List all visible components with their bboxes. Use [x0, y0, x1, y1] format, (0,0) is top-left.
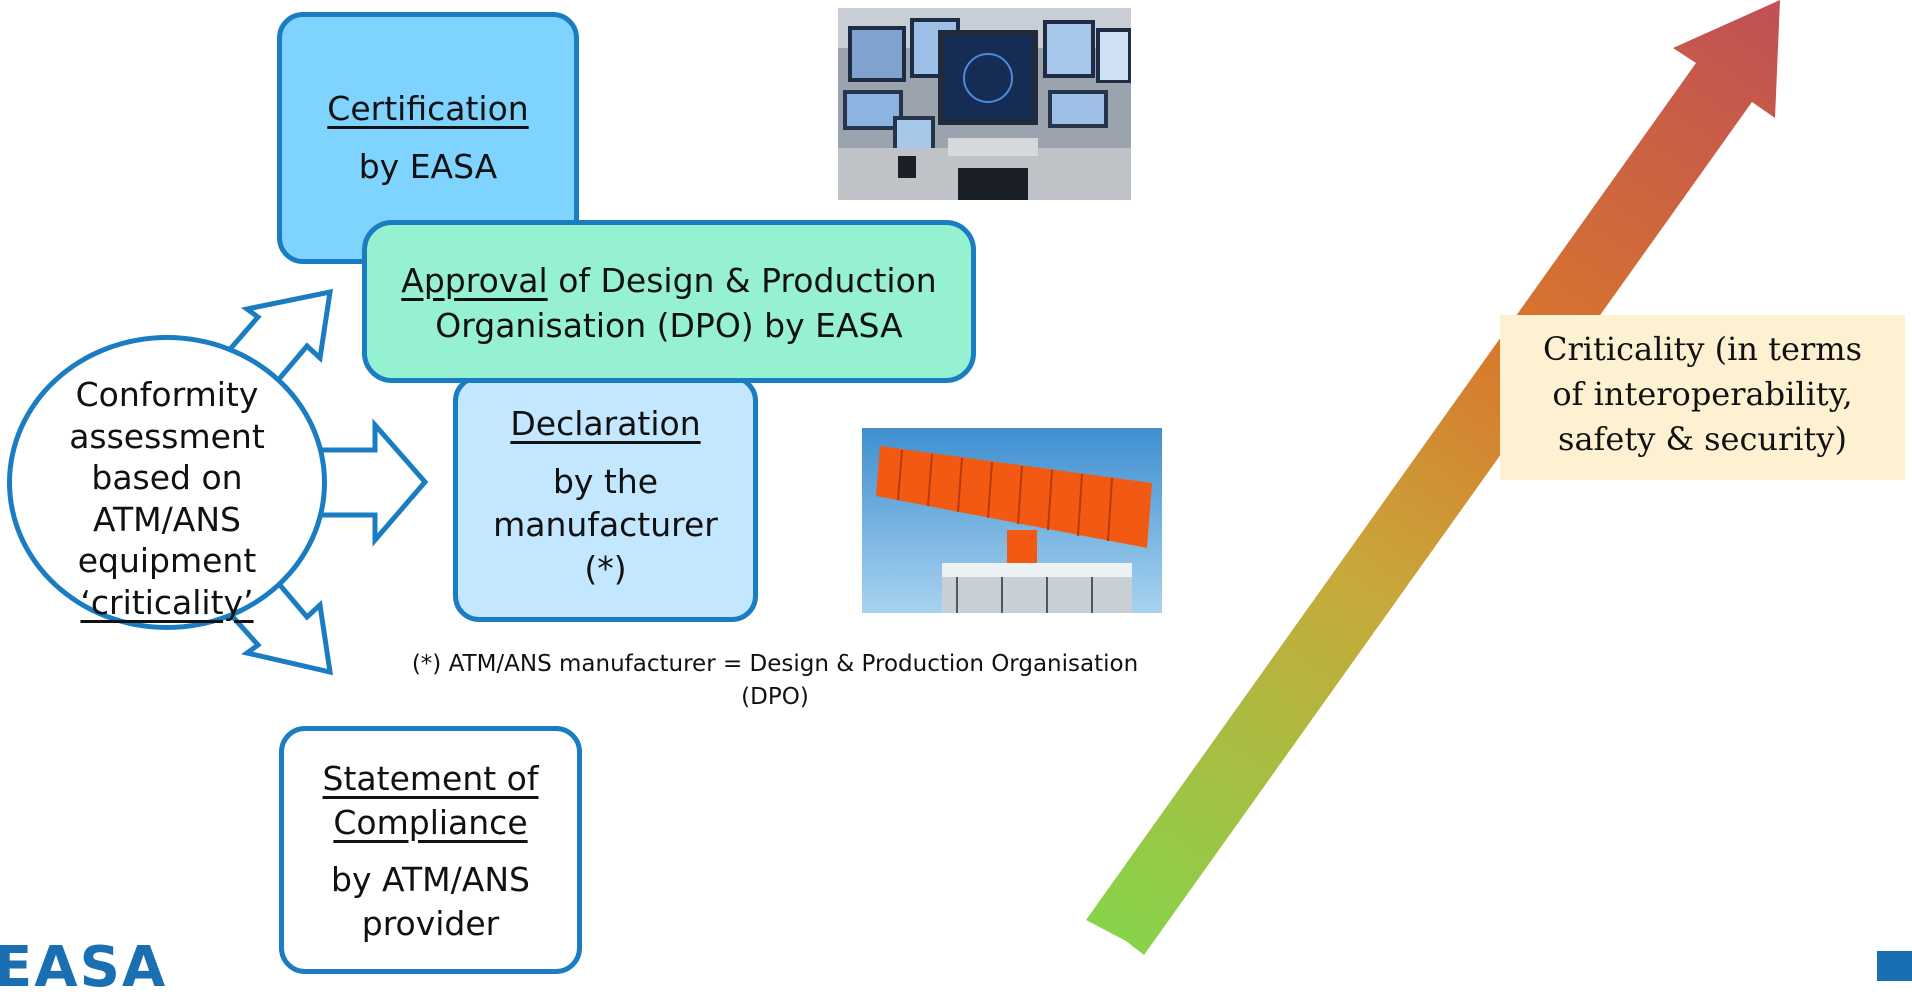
certification-by: by EASA [358, 146, 498, 186]
criticality-line3: safety & security) [1558, 419, 1847, 458]
approval-title-rest: of Design & Production [547, 261, 937, 300]
footnote-line2: (DPO) [741, 683, 809, 710]
conformity-line1: Conformity [75, 375, 259, 414]
declaration-title: Declaration [510, 404, 701, 443]
statement-by-line2: provider [361, 903, 500, 943]
declaration-line3: (*) [584, 548, 627, 588]
photo-radar-antenna [862, 428, 1162, 613]
criticality-line1: Criticality (in terms [1542, 330, 1863, 368]
declaration-line1: by the [552, 461, 659, 501]
conformity-circle: Conformity assessment based on ATM/ANS e… [7, 335, 327, 630]
conformity-line3: based on [91, 458, 243, 498]
declaration-line2: manufacturer [493, 505, 718, 545]
conformity-line5: equipment [77, 541, 257, 581]
approval-title: Approval [401, 261, 548, 300]
criticality-arrow [1086, 0, 1780, 955]
statement-box: Statement of Compliance by ATM/ANS provi… [279, 726, 582, 974]
approval-line2: Organisation (DPO) by EASA [435, 305, 903, 345]
footnote: (*) ATM/ANS manufacturer = Design & Prod… [370, 648, 1180, 713]
criticality-line2: of interoperability, [1552, 374, 1853, 413]
conformity-line4: ATM/ANS [93, 499, 241, 539]
conformity-line6: ‘criticality’ [80, 582, 254, 622]
approval-box: Approval of Design & Production Organisa… [362, 220, 976, 383]
photo-control-room [838, 8, 1131, 200]
certification-title: Certification [327, 89, 529, 128]
declaration-box: Declaration by the manufacturer (*) [453, 375, 758, 622]
statement-title-line1: Statement of [322, 759, 539, 798]
footnote-line1: (*) ATM/ANS manufacturer = Design & Prod… [411, 651, 1139, 677]
statement-title-line2: Compliance [333, 802, 528, 842]
statement-by-line1: by ATM/ANS [331, 860, 530, 900]
conformity-line2: assessment [69, 416, 265, 456]
criticality-label: Criticality (in terms of interoperabilit… [1500, 315, 1905, 480]
